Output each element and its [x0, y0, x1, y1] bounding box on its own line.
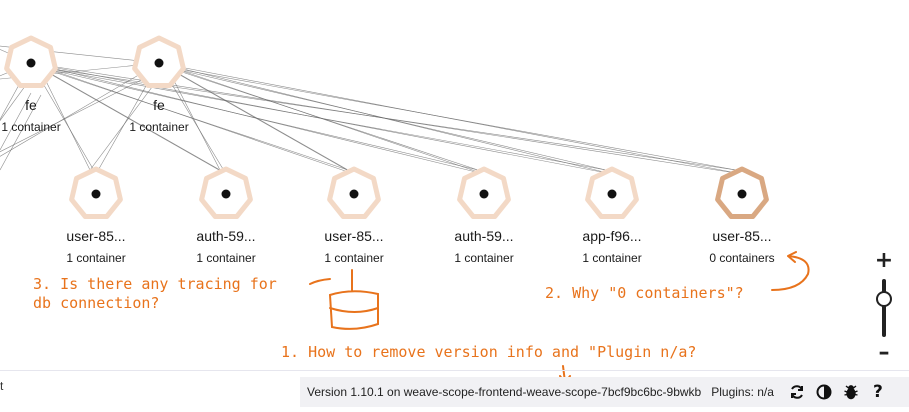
- graph-node[interactable]: user-85... 1 container: [324, 166, 384, 265]
- graph-node[interactable]: auth-59... 1 container: [196, 166, 256, 265]
- node-center-dot: [154, 58, 164, 68]
- graph-edge: [158, 62, 485, 175]
- bug-icon[interactable]: [842, 383, 860, 401]
- node-label[interactable]: auth-59...: [196, 228, 255, 244]
- node-container-count: 1 container: [1, 120, 60, 134]
- graph-edges: [0, 45, 743, 175]
- footer: t Version 1.10.1 on weave-scope-frontend…: [0, 370, 909, 412]
- footer-toolbar: ?: [788, 382, 887, 402]
- zoom-controls: + –: [866, 247, 902, 367]
- node-container-count: 1 container: [582, 251, 641, 265]
- graph-edge: [166, 66, 479, 171]
- annotation-note-1: 1. How to remove version info and "Plugi…: [281, 343, 696, 361]
- graph-edge: [0, 94, 42, 171]
- node-center-dot: [26, 58, 36, 68]
- graph-node[interactable]: fe 1 container: [129, 35, 189, 134]
- graph-edge: [0, 62, 160, 157]
- graph-edge: [38, 66, 479, 171]
- node-center-dot: [737, 189, 747, 199]
- node-label[interactable]: fe: [25, 97, 37, 113]
- graph-node[interactable]: fe 1 container: [1, 35, 61, 134]
- graph-edge: [166, 66, 737, 171]
- annotation-note-3-line-2: db connection?: [33, 294, 159, 312]
- annotation-note-3-line-1: 3. Is there any tracing for: [33, 275, 277, 293]
- zoom-in-button[interactable]: +: [874, 248, 894, 273]
- node-container-count: 1 container: [196, 251, 255, 265]
- node-label[interactable]: auth-59...: [454, 228, 513, 244]
- graph-edge: [0, 92, 32, 151]
- annotation-note-2: 2. Why "0 containers"?: [545, 284, 744, 302]
- contrast-icon[interactable]: [815, 383, 833, 401]
- graph-node[interactable]: user-85... 1 container: [66, 166, 126, 265]
- node-container-count: 1 container: [324, 251, 383, 265]
- node-center-dot: [607, 189, 617, 199]
- refresh-icon[interactable]: [788, 383, 806, 401]
- node-center-dot: [221, 189, 231, 199]
- graph-edge: [38, 66, 221, 171]
- graph-edge: [166, 66, 349, 171]
- node-container-count: 1 container: [129, 120, 188, 134]
- node-label[interactable]: user-85...: [324, 228, 383, 244]
- node-container-count: 1 container: [454, 251, 513, 265]
- note2-arrow: [771, 251, 810, 291]
- annotation-drawings: [309, 251, 810, 385]
- graph-edge: [166, 66, 221, 171]
- node-label[interactable]: user-85...: [66, 228, 125, 244]
- graph-node[interactable]: user-85... 0 containers: [709, 166, 775, 265]
- note3-arrow: [309, 278, 331, 285]
- node-center-dot: [349, 189, 359, 199]
- db-cylinder-sketch: [328, 269, 379, 330]
- zoom-slider-handle[interactable]: [876, 290, 892, 307]
- node-center-dot: [479, 189, 489, 199]
- graph-edge: [166, 66, 607, 171]
- zoom-out-button[interactable]: –: [878, 340, 890, 365]
- footer-left-text: t: [0, 379, 4, 393]
- node-label[interactable]: fe: [153, 97, 165, 113]
- node-container-count: 0 containers: [709, 251, 774, 265]
- graph-edge: [0, 66, 168, 153]
- zoom-slider-track[interactable]: [882, 279, 886, 337]
- graph-node[interactable]: app-f96... 1 container: [582, 166, 642, 265]
- graph-edge: [158, 62, 355, 175]
- node-label[interactable]: user-85...: [712, 228, 771, 244]
- plugins-info: Plugins: n/a: [711, 385, 774, 399]
- node-label[interactable]: app-f96...: [582, 228, 641, 244]
- node-container-count: 1 container: [66, 251, 125, 265]
- graph-node[interactable]: auth-59... 1 container: [454, 166, 514, 265]
- footer-info-bar: Version 1.10.1 on weave-scope-frontend-w…: [300, 377, 909, 407]
- version-info: Version 1.10.1 on weave-scope-frontend-w…: [307, 385, 702, 399]
- node-center-dot: [91, 189, 101, 199]
- help-icon[interactable]: ?: [873, 382, 883, 402]
